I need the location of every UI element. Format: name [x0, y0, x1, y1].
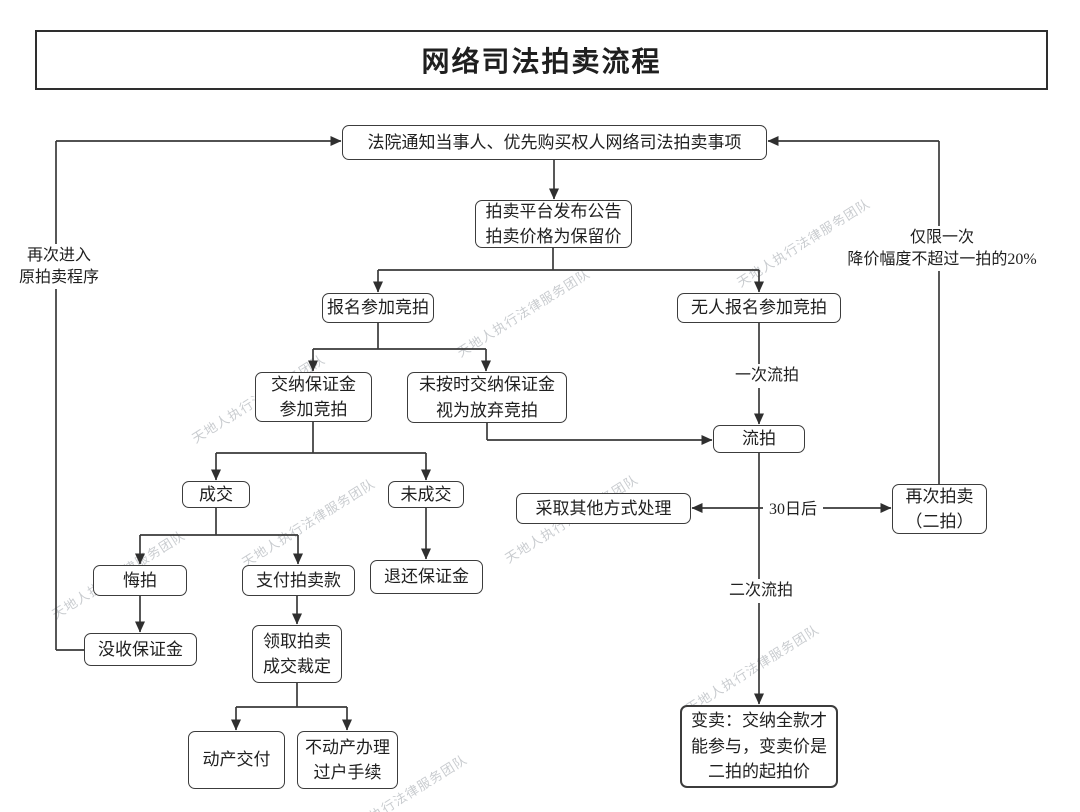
node-deal: 成交: [182, 481, 250, 508]
node-forced-sale: 变卖：交纳全款才 能参与，变卖价是 二拍的起拍价: [680, 705, 838, 788]
node-movable: 动产交付: [188, 731, 285, 789]
node-pay-price: 支付拍卖款: [242, 565, 355, 596]
label-second-pass: 二次流拍: [720, 579, 802, 603]
node-no-deposit: 未按时交纳保证金 视为放弃竞拍: [407, 372, 567, 423]
node-no-deal: 未成交: [388, 481, 464, 508]
node-signup: 报名参加竞拍: [322, 293, 434, 323]
label-limit-once: 仅限一次 降价幅度不超过一拍的20%: [832, 226, 1052, 272]
node-announce: 拍卖平台发布公告 拍卖价格为保留价: [475, 200, 632, 248]
label-reenter-original: 再次进入 原拍卖程序: [8, 244, 110, 290]
node-notify: 法院通知当事人、优先购买权人网络司法拍卖事项: [342, 125, 767, 160]
title-box: 网络司法拍卖流程: [35, 30, 1048, 90]
node-pay-deposit: 交纳保证金 参加竞拍: [255, 372, 372, 422]
node-failed-auction: 流拍: [713, 425, 805, 453]
label-after-30-days: 30日后: [763, 498, 823, 522]
node-take-ruling: 领取拍卖 成交裁定: [252, 625, 342, 683]
node-nobody-signup: 无人报名参加竞拍: [677, 293, 841, 323]
node-other-means: 采取其他方式处理: [516, 493, 691, 524]
node-regret: 悔拍: [93, 565, 187, 596]
node-immovable: 不动产办理 过户手续: [297, 731, 398, 789]
page-title: 网络司法拍卖流程: [421, 47, 662, 78]
node-refund-deposit: 退还保证金: [370, 560, 483, 594]
label-first-pass: 一次流拍: [726, 364, 808, 388]
node-confiscate-deposit: 没收保证金: [84, 633, 197, 666]
node-second-auction: 再次拍卖 （二拍）: [892, 484, 987, 534]
